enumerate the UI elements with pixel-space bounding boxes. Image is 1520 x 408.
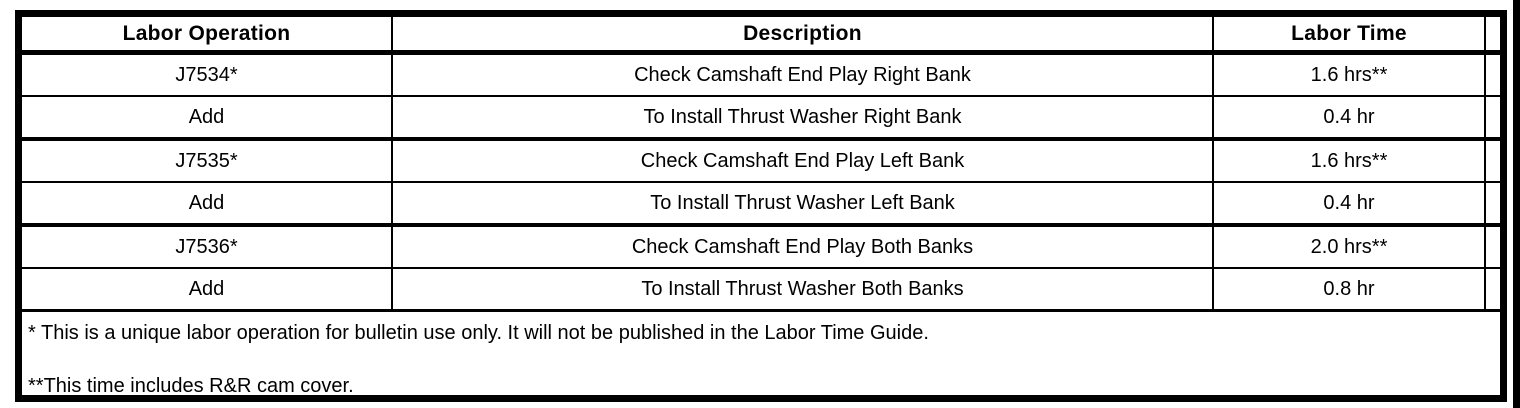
footnote-time-includes-rr-cam-cover: **This time includes R&R cam cover. [28, 375, 354, 397]
table-row: Add To Install Thrust Washer Right Bank … [22, 96, 1500, 141]
table-header-row: Labor Operation Description Labor Time [22, 17, 1500, 55]
scan-edge-line [1513, 0, 1520, 408]
cell-description: Check Camshaft End Play Left Bank [392, 139, 1214, 183]
cell-labor-time: 1.6 hrs** [1213, 52, 1486, 97]
column-header-labor-operation: Labor Operation [22, 17, 393, 55]
cell-labor-operation: J7535* [22, 139, 393, 183]
table-row: Add To Install Thrust Washer Left Bank 0… [22, 182, 1500, 227]
cell-spacer [1485, 52, 1500, 97]
cell-labor-time: 1.6 hrs** [1213, 139, 1486, 183]
cell-labor-operation: J7536* [22, 225, 393, 269]
labor-time-table-grid: Labor Operation Description Labor Time J… [22, 17, 1500, 404]
cell-labor-time: 2.0 hrs** [1213, 225, 1486, 269]
cell-labor-operation: Add [22, 268, 393, 312]
column-header-labor-time: Labor Time [1213, 17, 1486, 55]
table-row: J7534* Check Camshaft End Play Right Ban… [22, 52, 1500, 97]
cell-labor-time: 0.8 hr [1213, 268, 1486, 312]
cell-description: Check Camshaft End Play Right Bank [392, 52, 1214, 97]
cell-labor-time: 0.4 hr [1213, 182, 1486, 227]
footnotes-cell: * This is a unique labor operation for b… [22, 311, 1500, 405]
cell-spacer [1485, 268, 1500, 312]
footnote-unique-labor-operation: * This is a unique labor operation for b… [28, 322, 929, 344]
cell-spacer [1485, 182, 1500, 227]
cell-labor-operation: Add [22, 96, 393, 141]
cell-description: To Install Thrust Washer Left Bank [392, 182, 1214, 227]
cell-description: To Install Thrust Washer Both Banks [392, 268, 1214, 312]
labor-time-table: Labor Operation Description Labor Time J… [15, 10, 1507, 402]
column-header-spacer [1485, 17, 1500, 55]
cell-labor-operation: Add [22, 182, 393, 227]
column-header-description: Description [392, 17, 1214, 55]
footnotes-row: * This is a unique labor operation for b… [22, 311, 1500, 405]
cell-spacer [1485, 225, 1500, 269]
cell-labor-time: 0.4 hr [1213, 96, 1486, 141]
cell-spacer [1485, 139, 1500, 183]
cell-labor-operation: J7534* [22, 52, 393, 97]
table-row: J7535* Check Camshaft End Play Left Bank… [22, 139, 1500, 183]
cell-description: Check Camshaft End Play Both Banks [392, 225, 1214, 269]
cell-description: To Install Thrust Washer Right Bank [392, 96, 1214, 141]
table-row: Add To Install Thrust Washer Both Banks … [22, 268, 1500, 312]
cell-spacer [1485, 96, 1500, 141]
table-row: J7536* Check Camshaft End Play Both Bank… [22, 225, 1500, 269]
